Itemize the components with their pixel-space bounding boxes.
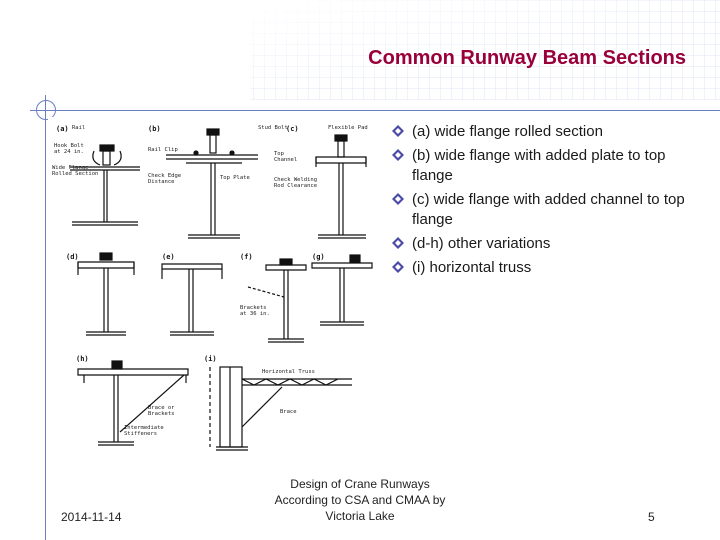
bullet-text: (d-h) other variations xyxy=(412,235,551,252)
diamond-bullet-icon xyxy=(392,193,404,205)
side-rule xyxy=(45,95,46,540)
bullet-item: (a) wide flange rolled section xyxy=(392,122,692,142)
panel-label-i: (i) xyxy=(204,355,217,363)
annotation-horizontal-truss: Horizontal Truss xyxy=(262,369,315,375)
bullet-item: (b) wide flange with added plate to top … xyxy=(392,146,692,186)
bullet-text: (c) wide flange with added channel to to… xyxy=(412,191,685,228)
bullet-item: (i) horizontal truss xyxy=(392,258,692,278)
diamond-bullet-icon xyxy=(392,125,404,137)
annotation-brackets-spacing: at 36 in. xyxy=(240,311,270,317)
annotation-brace-or: Brace or xyxy=(148,405,175,411)
section-h xyxy=(77,360,189,446)
section-i xyxy=(209,366,352,451)
title-rule xyxy=(30,110,720,111)
annotation-rail-clip: Rail Clip xyxy=(148,147,178,153)
annotation-rod-clearance: Rod Clearance xyxy=(274,183,317,189)
footer-caption-line: According to CSA and CMAA by xyxy=(274,493,446,507)
annotation-flexible-pad: Flexible Pad xyxy=(328,125,368,131)
bullet-list: (a) wide flange rolled section (b) wide … xyxy=(392,122,692,282)
annotation-stud-bolt: Stud Bolt xyxy=(258,125,288,131)
panel-label-g: (g) xyxy=(312,253,325,261)
section-b xyxy=(166,128,258,239)
slide-title: Common Runway Beam Sections xyxy=(368,47,686,69)
section-f xyxy=(247,258,307,343)
footer-date: 2014-11-14 xyxy=(61,510,122,524)
page-number: 5 xyxy=(648,510,655,524)
bullet-item: (d-h) other variations xyxy=(392,234,692,254)
annotation-check-edge: Check Edge xyxy=(148,173,181,179)
annotation-rail-a: Rail xyxy=(72,125,85,131)
section-g xyxy=(311,254,373,326)
bullet-text: (a) wide flange rolled section xyxy=(412,123,603,140)
panel-label-b: (b) xyxy=(148,125,161,133)
panel-label-d: (d) xyxy=(66,253,79,261)
panel-label-e: (e) xyxy=(162,253,175,261)
diamond-bullet-icon xyxy=(392,237,404,249)
annotation-distance: Distance xyxy=(148,179,175,185)
rule-ornament xyxy=(36,100,56,120)
annotation-hook-bolt-spacing: at 24 in. xyxy=(54,149,84,155)
panel-label-f: (f) xyxy=(240,253,253,261)
footer-caption-line: Design of Crane Runways xyxy=(290,477,430,491)
panel-label-h: (h) xyxy=(76,355,89,363)
annotation-stiffeners: Stiffeners xyxy=(124,431,157,437)
annotation-brace: Brace xyxy=(280,409,297,415)
annotation-wide-flange: Wide Flange xyxy=(52,165,88,171)
section-c xyxy=(315,134,367,239)
panel-label-c: (c) xyxy=(286,125,299,133)
bullet-item: (c) wide flange with added channel to to… xyxy=(392,190,692,230)
panel-label-a: (a) xyxy=(56,125,69,133)
annotation-intermediate: Intermediate xyxy=(124,425,164,431)
runway-beam-sections-figure: (a) (b) (c) (d) (e) (f) (g) (h) (i) Rail… xyxy=(48,117,386,464)
diamond-bullet-icon xyxy=(392,261,404,273)
section-d xyxy=(77,252,135,336)
section-a xyxy=(70,144,140,226)
annotation-top-channel-1: Top xyxy=(274,151,284,157)
annotation-top-channel-2: Channel xyxy=(274,157,297,163)
annotation-brackets: Brackets xyxy=(240,305,267,311)
annotation-rolled-section: Rolled Section xyxy=(52,171,98,177)
annotation-hook-bolt: Hook Bolt xyxy=(54,143,84,149)
bullet-text: (b) wide flange with added plate to top … xyxy=(412,147,666,184)
footer-caption-line: Victoria Lake xyxy=(325,509,395,523)
footer-caption: Design of Crane Runways According to CSA… xyxy=(255,476,465,524)
annotation-brackets-h: Brackets xyxy=(148,411,175,417)
annotation-top-plate: Top Plate xyxy=(220,175,250,181)
diamond-bullet-icon xyxy=(392,149,404,161)
annotation-check-welding: Check Welding xyxy=(274,177,317,183)
bullet-text: (i) horizontal truss xyxy=(412,259,532,276)
section-e xyxy=(161,263,223,336)
